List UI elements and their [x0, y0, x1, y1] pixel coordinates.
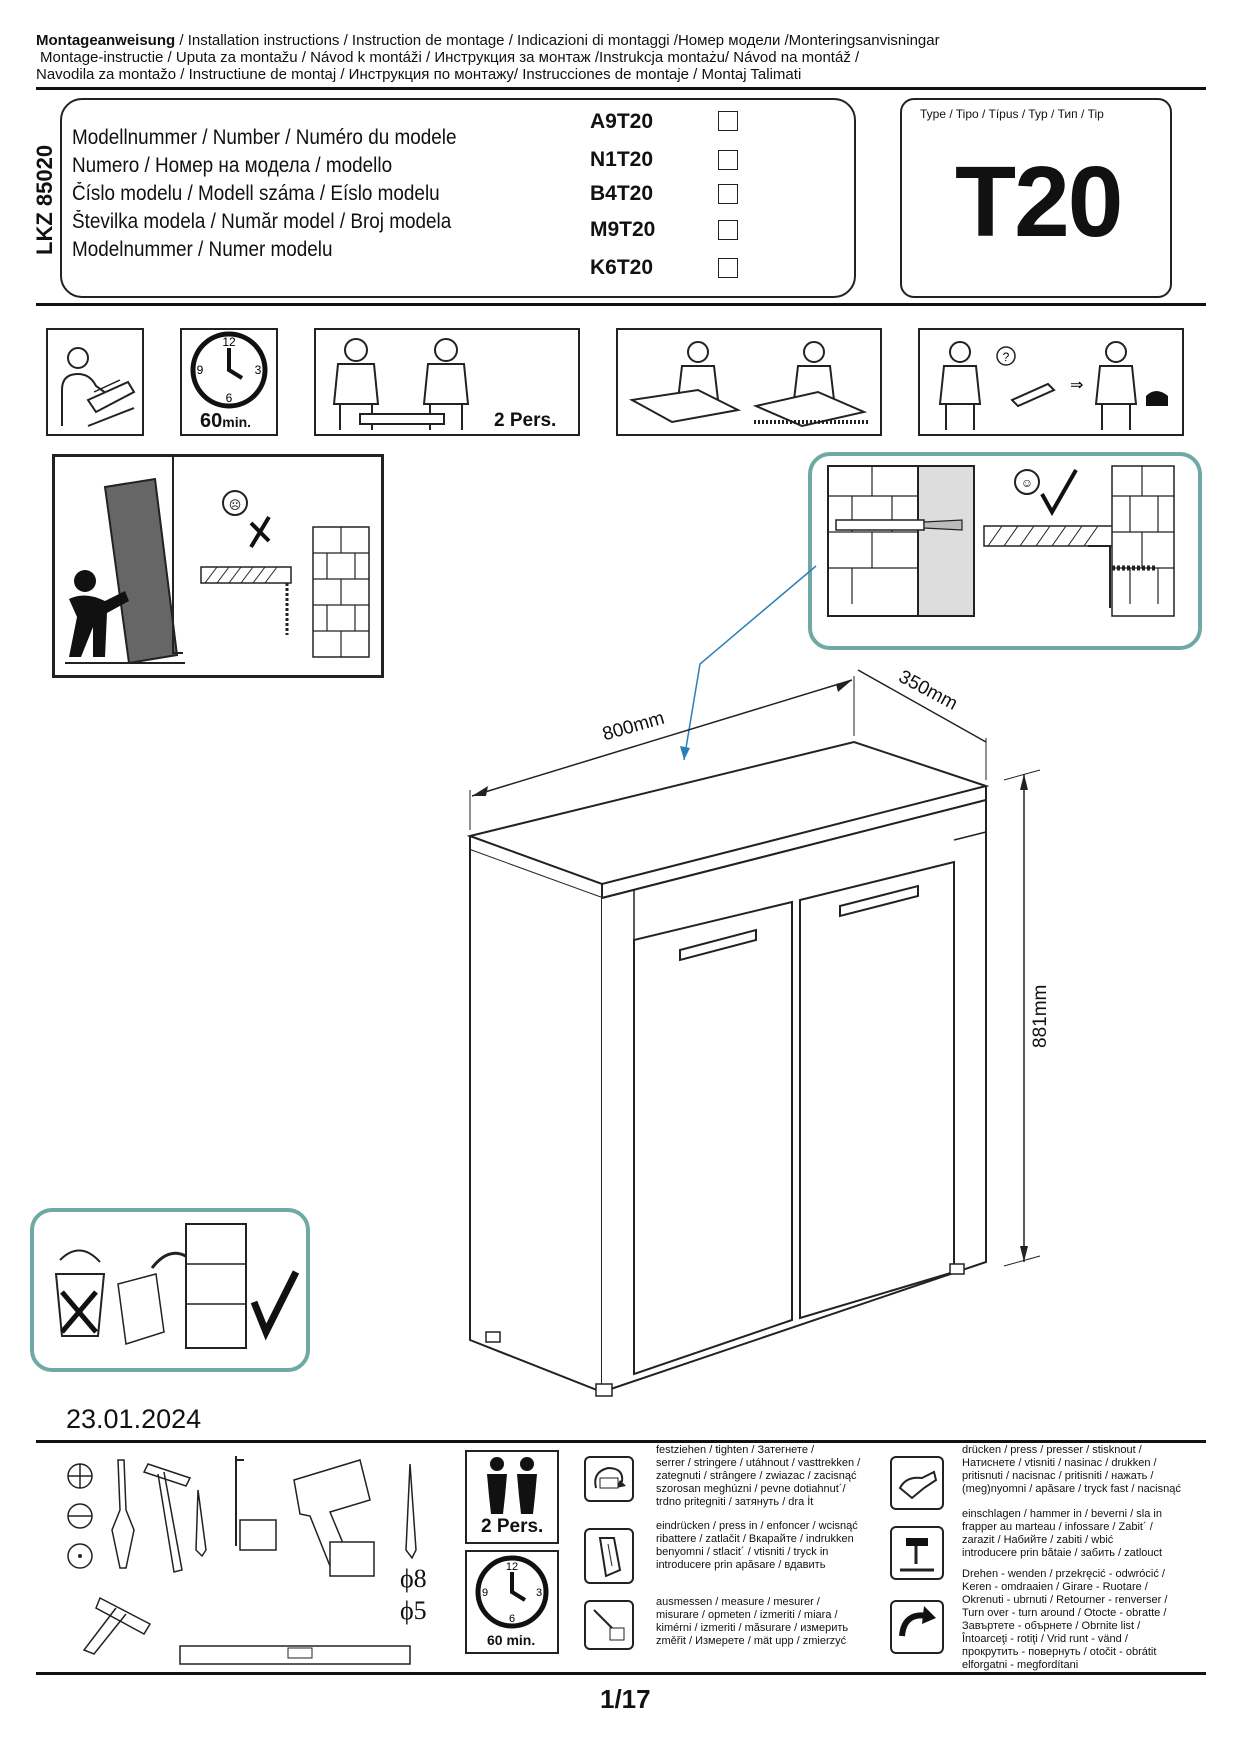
model-code-b4t20: B4T20	[590, 182, 654, 205]
footer-clock-icon: 12 3 6 9	[475, 1555, 549, 1629]
model-label-line: Modellnummer / Number / Numéro du modele	[72, 126, 457, 149]
two-workers-icon	[332, 338, 470, 430]
time-panel: 12 3 6 9 60min.	[180, 328, 278, 436]
svg-text:☺: ☺	[1021, 476, 1033, 490]
screw-heads-icon	[67, 1463, 93, 1569]
svg-text:3: 3	[255, 363, 262, 377]
svg-text:12: 12	[506, 1561, 518, 1573]
tighten-text: festziehen / tighten / Затегнете / serre…	[656, 1444, 861, 1508]
depth-dimension: 350mm	[895, 666, 961, 715]
tip-over-warning-illustration: ☹	[65, 457, 370, 665]
recycle-packaging-illustration	[54, 1223, 300, 1349]
model-code-m9t20: M9T20	[590, 218, 656, 241]
svg-text:⇒: ⇒	[1070, 377, 1083, 394]
turn-over-text: Drehen - wenden / przekręcić - odwrócić …	[962, 1568, 1168, 1671]
svg-text:?: ?	[1003, 350, 1010, 364]
two-persons-panel: 2 Pers.	[314, 328, 580, 436]
width-dimension: 800mm	[600, 707, 667, 746]
svg-text:3: 3	[536, 1587, 542, 1599]
header-line-2: Montage-instructie / Uputa za montažu / …	[40, 49, 860, 66]
header-rule	[36, 87, 1206, 90]
tip-over-warning-panel: ☹	[52, 454, 384, 678]
svg-text:6: 6	[226, 391, 233, 405]
model-checkbox-n1t20[interactable]	[718, 150, 738, 170]
model-checkbox-b4t20[interactable]	[718, 184, 738, 204]
hammer-text: einschlagen / hammer in / beverni / sla …	[962, 1508, 1163, 1559]
height-dimension: 881mm	[1030, 984, 1051, 1048]
model-label-line: Modelnummer / Numer modelu	[72, 238, 333, 261]
type-box	[900, 98, 1172, 298]
svg-text:☹: ☹	[229, 498, 242, 512]
model-number-labels: Modellnummer / Number / Numéro du modele…	[72, 124, 499, 264]
svg-text:6: 6	[509, 1613, 515, 1625]
tools-illustration	[67, 1456, 417, 1665]
svg-text:9: 9	[197, 363, 204, 377]
turn-over-icon	[890, 1600, 944, 1654]
floor-protection-panel	[616, 328, 882, 436]
hammer-icon	[890, 1526, 944, 1580]
model-code-k6t20: K6T20	[590, 256, 654, 279]
read-instructions-panel	[46, 328, 144, 436]
press-in-icon	[584, 1528, 634, 1584]
person-reading-icon	[61, 347, 136, 427]
footer-bottom-rule	[36, 1672, 1206, 1675]
wall-anchor-illustration: ☺	[827, 465, 1175, 617]
model-label-line: Číslo modelu / Modell száma / Eíslo mode…	[72, 182, 440, 205]
header: Montageanweisung / Installation instruct…	[36, 32, 940, 83]
press-icon	[890, 1456, 944, 1510]
model-rule	[36, 303, 1206, 306]
footer-clock-label: 60 min.	[487, 1632, 536, 1648]
model-checkbox-m9t20[interactable]	[718, 220, 738, 240]
press-text: drücken / press / presser / stisknout / …	[962, 1444, 1181, 1495]
svg-text:12: 12	[222, 335, 236, 349]
persons-label: 2 Pers.	[494, 410, 557, 431]
model-checkbox-a9t20[interactable]	[718, 111, 738, 131]
drill-bit-8-label: ϕ8	[400, 1564, 427, 1593]
page-number: 1/17	[600, 1684, 651, 1714]
model-number-box	[60, 98, 856, 298]
type-label: Type / Tipo / Típus / Typ / Тип / Tip	[920, 107, 1104, 121]
two-persons-icon	[487, 1457, 537, 1514]
packaging-disposal-panel	[30, 1208, 310, 1372]
document-date: 23.01.2024	[66, 1404, 202, 1434]
assemble-on-soft-surface-icon	[628, 341, 868, 428]
type-value: T20	[955, 146, 1123, 258]
support-panel: ? ⇒	[918, 328, 1184, 436]
model-code-a9t20: A9T20	[590, 110, 654, 133]
footer-clock-box: 12 3 6 9 60 min.	[465, 1550, 559, 1654]
missing-parts-call-icon: ? ⇒	[938, 341, 1168, 430]
header-line-1: Montageanweisung / Installation instruct…	[36, 32, 940, 49]
press-in-text: eindrücken / press in / enfoncer / wcisn…	[656, 1520, 858, 1571]
clock-icon: 12 3 6 9	[190, 331, 268, 409]
measure-text: ausmessen / measure / mesurer / misurare…	[656, 1596, 849, 1647]
model-label-line: Numero / Номер на модела / modello	[72, 154, 393, 177]
model-label-line: Številka modela / Număr model / Broj mod…	[72, 210, 452, 233]
wall-mounting-correct-panel: ☺	[808, 452, 1202, 650]
model-code-n1t20: N1T20	[590, 148, 654, 171]
drill-bit-5-label: ϕ5	[400, 1596, 427, 1625]
measure-icon	[584, 1600, 634, 1650]
tighten-icon	[584, 1456, 634, 1502]
svg-text:9: 9	[482, 1587, 488, 1599]
footer-top-rule	[36, 1440, 1206, 1443]
clock-label: 60min.	[200, 410, 252, 432]
header-line-3: Navodila za montažo / Instructiune de mo…	[36, 66, 802, 83]
model-checkbox-k6t20[interactable]	[718, 258, 738, 278]
footer-persons-label: 2 Pers.	[481, 1516, 544, 1537]
footer-persons-box: 2 Pers.	[465, 1450, 559, 1544]
lkz-number: LKZ 85020	[32, 144, 57, 255]
